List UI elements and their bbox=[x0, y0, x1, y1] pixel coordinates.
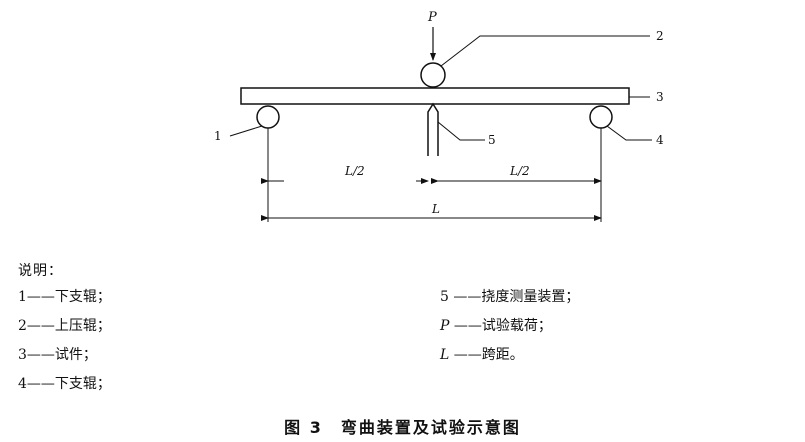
extension-lines bbox=[267, 128, 602, 222]
legend-dash: —— bbox=[448, 289, 482, 305]
legend-item: 4——下支辊； bbox=[18, 370, 111, 399]
legend-symbol: P bbox=[440, 318, 450, 334]
specimen-beam bbox=[240, 87, 630, 105]
legend-symbol: 2 bbox=[18, 318, 27, 334]
legend-dash: —— bbox=[449, 347, 482, 363]
figure-caption: 图 3 弯曲装置及试验示意图 bbox=[0, 414, 805, 438]
legend-item: L ——跨距。 bbox=[440, 341, 579, 370]
lower-support-roller-left bbox=[256, 105, 280, 129]
legend-symbol: 3 bbox=[18, 347, 27, 363]
legend-text: 下支辊； bbox=[54, 376, 111, 392]
legend-dash: —— bbox=[26, 289, 55, 305]
upper-press-roller bbox=[420, 62, 446, 88]
legend-text: 试验载荷； bbox=[481, 318, 552, 334]
dim-full: L bbox=[431, 202, 440, 216]
legend-dash: —— bbox=[26, 376, 55, 392]
callout-1: 1 bbox=[214, 129, 222, 143]
callout-4: 4 bbox=[656, 133, 664, 147]
legend-text: 上压辊； bbox=[54, 318, 111, 334]
legend-dash: —— bbox=[449, 318, 482, 334]
bending-apparatus-diagram: P 2 3 1 4 5 L/2 L/2 L bbox=[214, 10, 664, 222]
legend-symbol: 4 bbox=[18, 376, 27, 392]
legend-dash: —— bbox=[26, 347, 55, 363]
callout-leaders bbox=[229, 35, 652, 141]
lower-support-roller-right bbox=[589, 105, 613, 129]
dim-half-left: L/2 bbox=[344, 164, 365, 178]
legend-item: 1——下支辊； bbox=[18, 283, 111, 312]
callout-5: 5 bbox=[488, 133, 496, 147]
callout-2: 2 bbox=[656, 29, 664, 43]
legend-symbol: 5 bbox=[440, 289, 449, 305]
deflection-gauge bbox=[427, 102, 439, 156]
legend-text: 试件； bbox=[54, 347, 97, 363]
legend-symbol: L bbox=[440, 347, 450, 363]
legend-text: 挠度测量装置； bbox=[481, 289, 580, 305]
legend-left-column: 1——下支辊； 2——上压辊； 3——试件； 4——下支辊； bbox=[18, 283, 111, 399]
load-label: P bbox=[427, 10, 437, 25]
legend-text: 跨距。 bbox=[481, 347, 524, 363]
dim-half-right: L/2 bbox=[509, 164, 530, 178]
legend-right-column: 5 ——挠度测量装置； P ——试验载荷； L ——跨距。 bbox=[440, 283, 579, 370]
legend-symbol: 1 bbox=[18, 289, 27, 305]
legend-text: 下支辊； bbox=[54, 289, 111, 305]
legend-item: P ——试验载荷； bbox=[440, 312, 579, 341]
legend-item: 2——上压辊； bbox=[18, 312, 111, 341]
legend-item: 3——试件； bbox=[18, 341, 111, 370]
callout-3: 3 bbox=[656, 90, 664, 104]
legend-item: 5 ——挠度测量装置； bbox=[440, 283, 579, 312]
legend-title: 说明： bbox=[18, 263, 63, 279]
figure-number: 图 3 bbox=[284, 418, 323, 437]
legend-dash: —— bbox=[26, 318, 55, 334]
figure-title: 弯曲装置及试验示意图 bbox=[340, 418, 521, 437]
